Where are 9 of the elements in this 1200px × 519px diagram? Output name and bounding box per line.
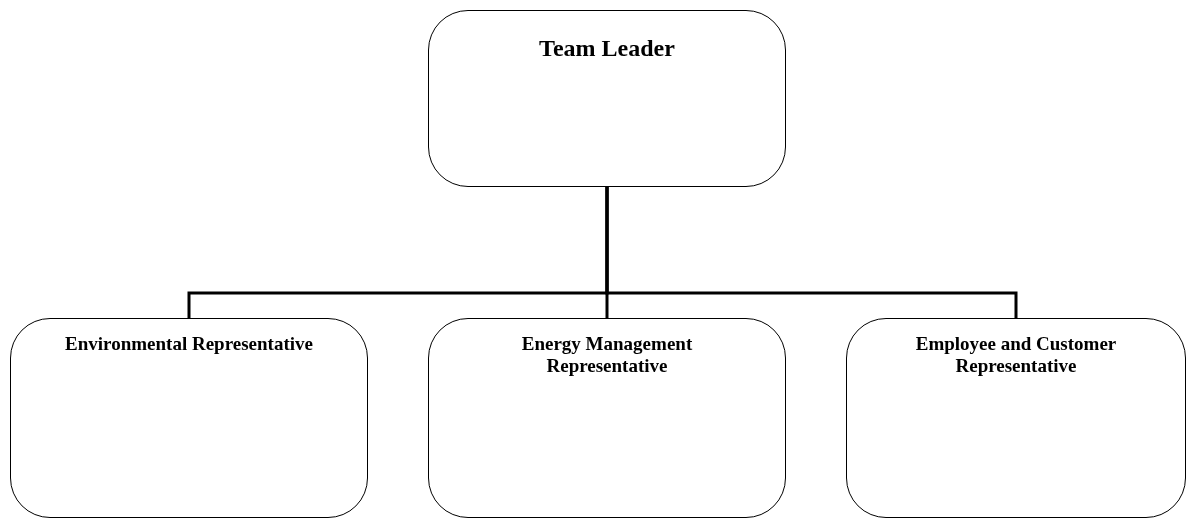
role-title: Employee and Customer Representative (914, 333, 1118, 377)
role-title: Energy Management Representative (520, 333, 694, 377)
role-title: Team Leader (538, 35, 676, 62)
org-box (428, 10, 786, 187)
org-box (846, 318, 1186, 518)
org-box (428, 318, 786, 518)
role-title: Environmental Representative (64, 333, 314, 355)
org-box (10, 318, 368, 518)
connector-line (605, 187, 1018, 318)
